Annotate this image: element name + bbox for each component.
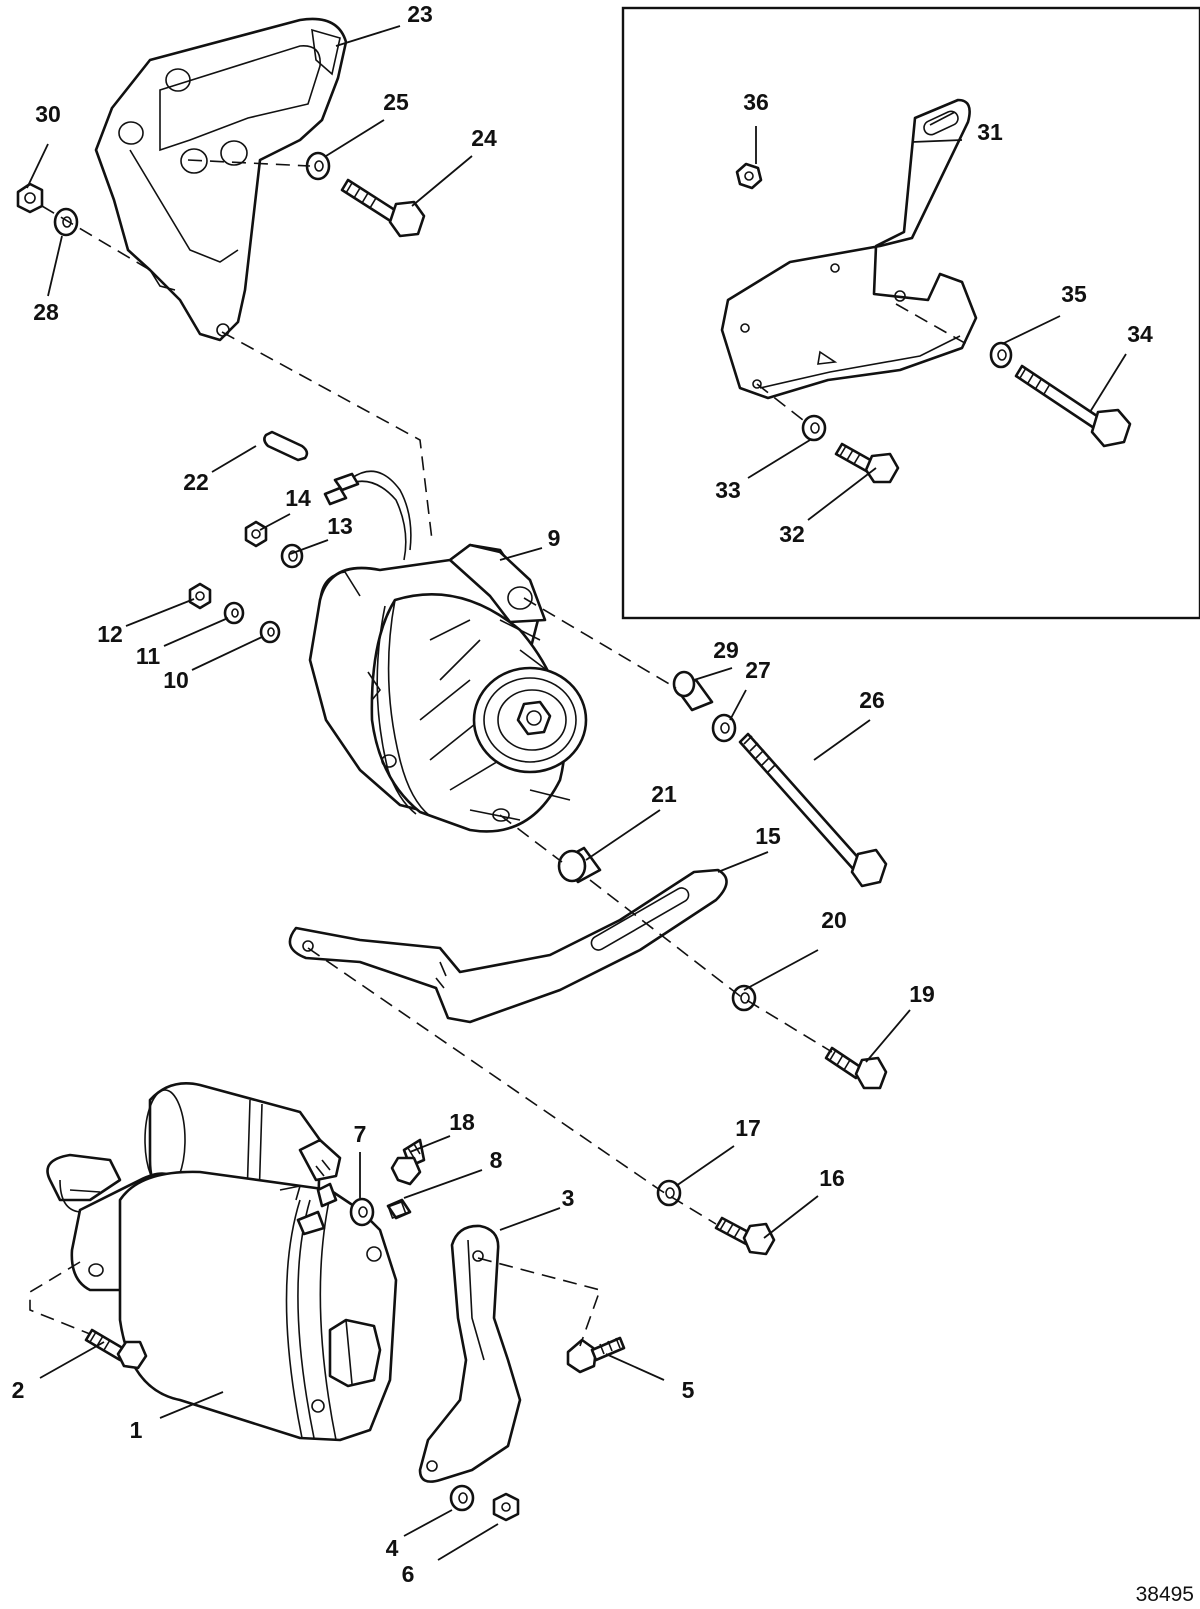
callout-5: 5: [682, 1377, 695, 1403]
starter-brace-3-part: [418, 1224, 522, 1483]
nut-30-part: [16, 182, 44, 214]
callout-34: 34: [1127, 321, 1153, 347]
washer-7-part: [349, 1197, 375, 1227]
callout-19: 19: [909, 981, 935, 1007]
nut-12-part: [188, 582, 212, 610]
bolt-34-part: [1014, 364, 1132, 448]
callout-27: 27: [745, 657, 771, 683]
washer-28-part: [53, 207, 79, 237]
callout-10: 10: [163, 667, 189, 693]
nut-36-part: [735, 162, 763, 190]
washer-35-part: [989, 341, 1013, 369]
callout-23: 23: [407, 1, 433, 27]
screw-18-part: [390, 1138, 426, 1186]
bolt-5-part: [566, 1336, 626, 1374]
callout-labels: 1 2 3 4 5 6 7 8 9 10 11 12 13 14 15 16 1…: [12, 1, 1153, 1587]
nut-8-part: [386, 1198, 412, 1220]
pin-22-part: [263, 430, 309, 462]
callout-24: 24: [471, 125, 497, 151]
callout-4: 4: [386, 1535, 399, 1561]
washer-11-part: [223, 601, 245, 625]
callout-14: 14: [285, 485, 311, 511]
callout-6: 6: [402, 1561, 415, 1587]
callout-28: 28: [33, 299, 59, 325]
spacer-21-part: [557, 846, 602, 884]
inset-bracket-part: [720, 98, 978, 400]
callout-31: 31: [977, 119, 1003, 145]
callout-7: 7: [354, 1121, 367, 1147]
callout-18: 18: [449, 1109, 475, 1135]
callout-8: 8: [490, 1147, 503, 1173]
washer-4-part: [449, 1484, 475, 1512]
bolt-24-part: [340, 178, 426, 238]
callout-25: 25: [383, 89, 409, 115]
figure-number: 38495: [1136, 1583, 1194, 1606]
mounting-bracket-23-part: [94, 17, 348, 342]
callout-9: 9: [548, 525, 561, 551]
callout-22: 22: [183, 469, 209, 495]
callout-32: 32: [779, 521, 805, 547]
adjusting-arm-15-part: [288, 868, 728, 1024]
bolt-2-part: [84, 1328, 148, 1370]
callout-33: 33: [715, 477, 741, 503]
nut-6-part: [492, 1492, 520, 1522]
inset-frame: [621, 6, 1200, 620]
callout-11: 11: [136, 643, 161, 669]
callout-29: 29: [713, 637, 739, 663]
callout-20: 20: [821, 907, 847, 933]
callout-12: 12: [97, 621, 123, 647]
leader-lines: [26, 25, 1127, 1561]
washer-13-part: [280, 543, 304, 569]
nut-14-part: [244, 520, 268, 548]
callout-2: 2: [12, 1377, 25, 1403]
bolt-16-part: [714, 1216, 776, 1256]
washer-10-part: [259, 620, 281, 644]
bolt-32-part: [834, 442, 900, 484]
callout-35: 35: [1061, 281, 1087, 307]
callout-17: 17: [735, 1115, 761, 1141]
callout-16: 16: [819, 1165, 845, 1191]
callout-26: 26: [859, 687, 885, 713]
alternator-9-part: [308, 470, 588, 833]
callout-21: 21: [651, 781, 677, 807]
callout-36: 36: [743, 89, 769, 115]
callout-15: 15: [755, 823, 781, 849]
bolt-19-part: [824, 1046, 888, 1090]
washer-33-part: [801, 414, 827, 442]
washer-25-part: [305, 151, 331, 181]
callout-1: 1: [130, 1417, 143, 1443]
starter-motor-1-part: [46, 1082, 398, 1442]
washer-27-part: [711, 713, 737, 743]
callout-30: 30: [35, 101, 61, 127]
callout-3: 3: [562, 1185, 575, 1211]
spacer-29-part: [672, 670, 714, 712]
assembly-lines: [29, 159, 971, 1347]
callout-13: 13: [327, 513, 353, 539]
bolt-26-part: [738, 732, 888, 888]
washer-20-part: [731, 984, 757, 1012]
